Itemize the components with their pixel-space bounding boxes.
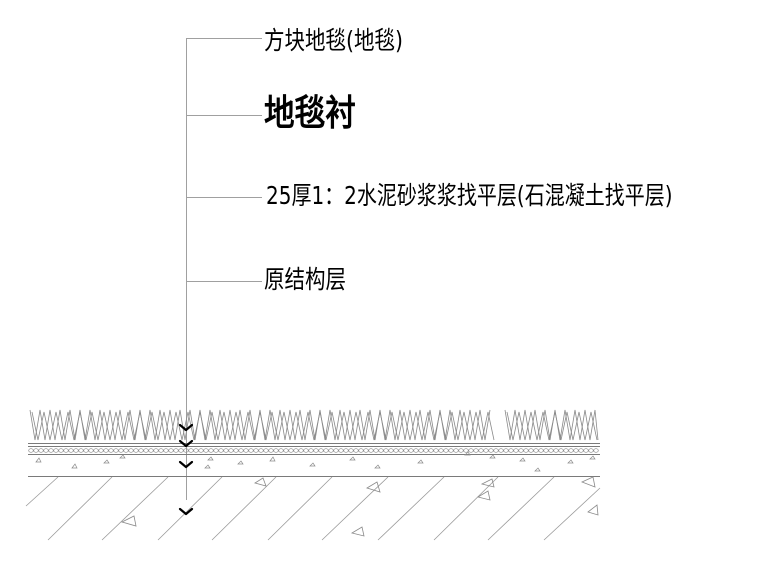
marker-screed-icon — [178, 460, 194, 469]
marker-underlay-icon — [178, 439, 194, 448]
structure-aggregate-triangles — [120, 476, 599, 537]
leader-lines — [186, 38, 262, 500]
layer-boundaries — [28, 443, 600, 477]
section-markers — [178, 423, 194, 516]
label-mortar-screed: 25厚1：2水泥砂浆浆找平层(石混凝土找平层) — [266, 181, 673, 210]
structure-diagonal-hatch — [25, 476, 601, 541]
carpet-pile-hatch — [29, 409, 599, 441]
marker-structure-icon — [178, 507, 194, 516]
underlay-circles-hatch — [28, 448, 599, 453]
label-carpet-tile: 方块地毯(地毯) — [264, 26, 404, 55]
marker-carpet-icon — [178, 423, 194, 432]
label-carpet-underlay: 地毯衬 — [264, 93, 356, 134]
label-original-structure: 原结构层 — [264, 265, 347, 294]
screed-aggregate-hatch — [35, 451, 596, 472]
